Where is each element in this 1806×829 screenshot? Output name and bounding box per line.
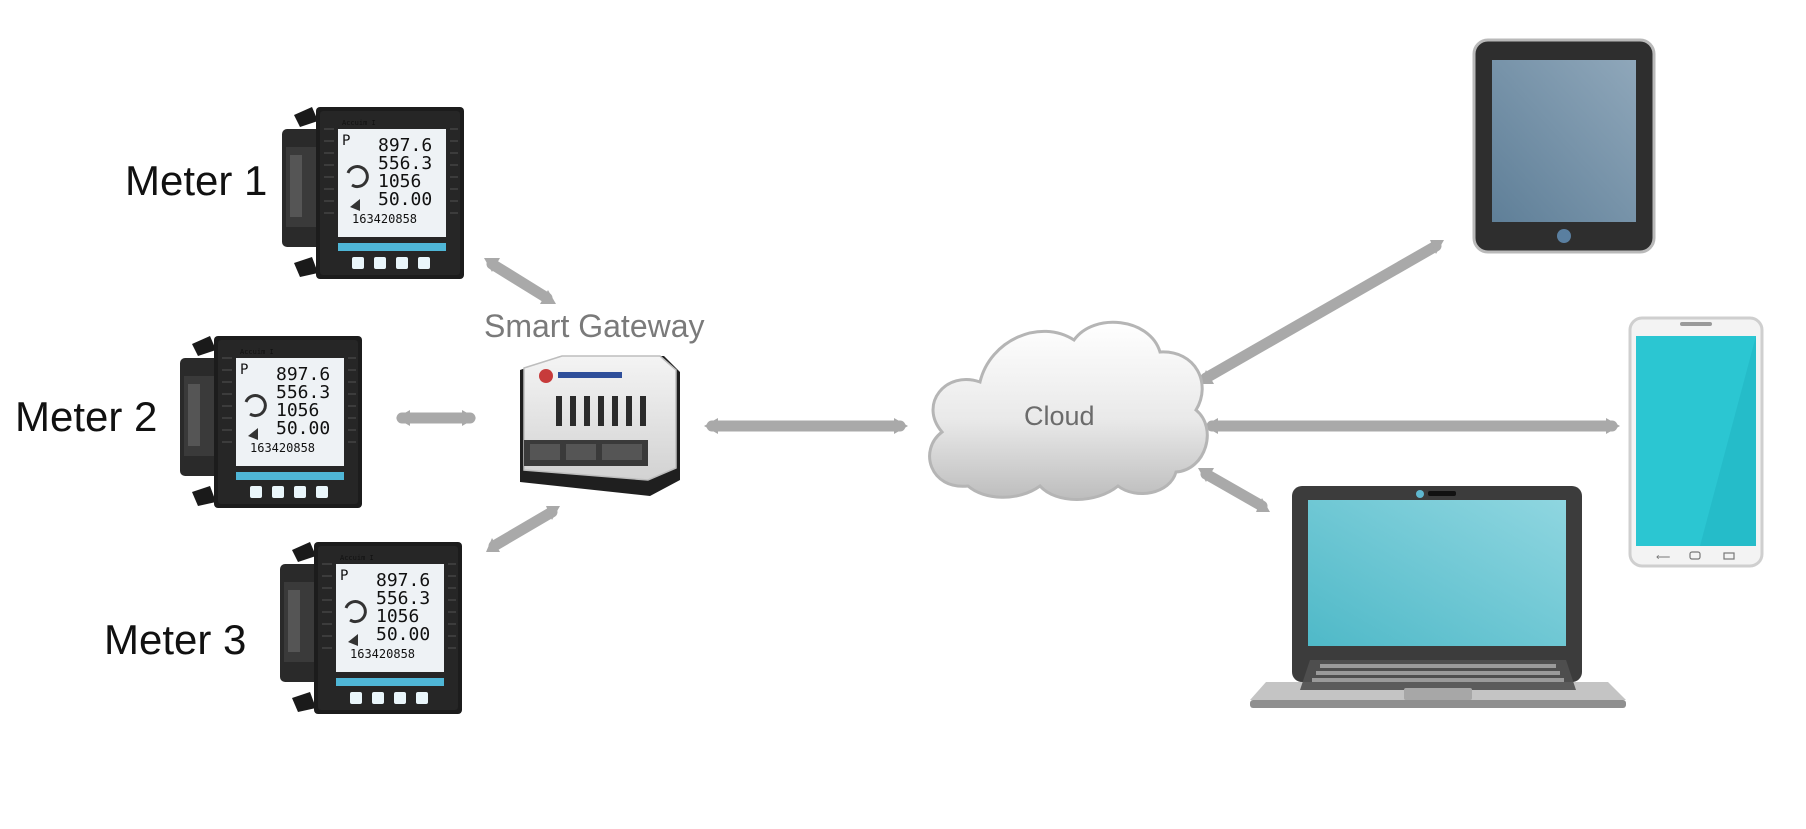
arrow-meter1-gateway <box>486 258 553 304</box>
meter-reading: 1056 <box>276 400 319 421</box>
meter-2-label: Meter 2 <box>15 393 158 440</box>
smart-gateway-device <box>520 355 680 496</box>
meter-energy: 163420858 <box>352 212 417 226</box>
meter-1: Accuim I P 897.6 556.3 1056 50.00 163420… <box>280 105 466 281</box>
arrow-meter3-gateway <box>488 506 558 552</box>
meter-brand: Accuim I <box>340 554 374 562</box>
meter-reading: 897.6 <box>276 364 330 385</box>
meter-brand: Accuim I <box>240 348 274 356</box>
meter-mode: P <box>240 362 248 378</box>
smartphone-icon: ⟵ <box>1628 316 1764 568</box>
laptop-icon <box>1250 486 1626 708</box>
arrow-heads <box>396 240 1620 552</box>
meter-reading: 1056 <box>376 606 419 627</box>
meter-3: Accuim I P 897.6 556.3 1056 50.00 163420… <box>278 540 464 716</box>
smart-gateway-label: Smart Gateway <box>484 308 705 344</box>
meter-3-label: Meter 3 <box>104 616 247 663</box>
meter-energy: 163420858 <box>350 647 415 661</box>
meter-reading: 50.00 <box>378 189 432 210</box>
meter-brand: Accuim I <box>342 119 376 127</box>
meter-reading: 556.3 <box>378 153 432 174</box>
connection-arrows <box>396 240 1618 552</box>
cloud-icon <box>928 320 1209 501</box>
arrow-cloud-tablet <box>1200 240 1442 384</box>
meter-reading: 897.6 <box>376 570 430 591</box>
cloud-label: Cloud <box>1024 401 1095 431</box>
tablet-icon <box>1472 38 1656 254</box>
arrow-cloud-laptop <box>1200 468 1268 512</box>
svg-text:⟵: ⟵ <box>1656 552 1670 563</box>
meter-mode: P <box>340 568 348 584</box>
meter-1-label: Meter 1 <box>125 157 268 204</box>
meter-reading: 1056 <box>378 171 421 192</box>
meter-reading: 556.3 <box>276 382 330 403</box>
meter-energy: 163420858 <box>250 441 315 455</box>
meter-reading: 897.6 <box>378 135 432 156</box>
meter-reading: 50.00 <box>376 624 430 645</box>
meter-2: Accuim I P 897.6 556.3 1056 50.00 163420… <box>178 334 364 510</box>
meter-mode: P <box>342 133 350 149</box>
meter-reading: 556.3 <box>376 588 430 609</box>
meter-reading: 50.00 <box>276 418 330 439</box>
